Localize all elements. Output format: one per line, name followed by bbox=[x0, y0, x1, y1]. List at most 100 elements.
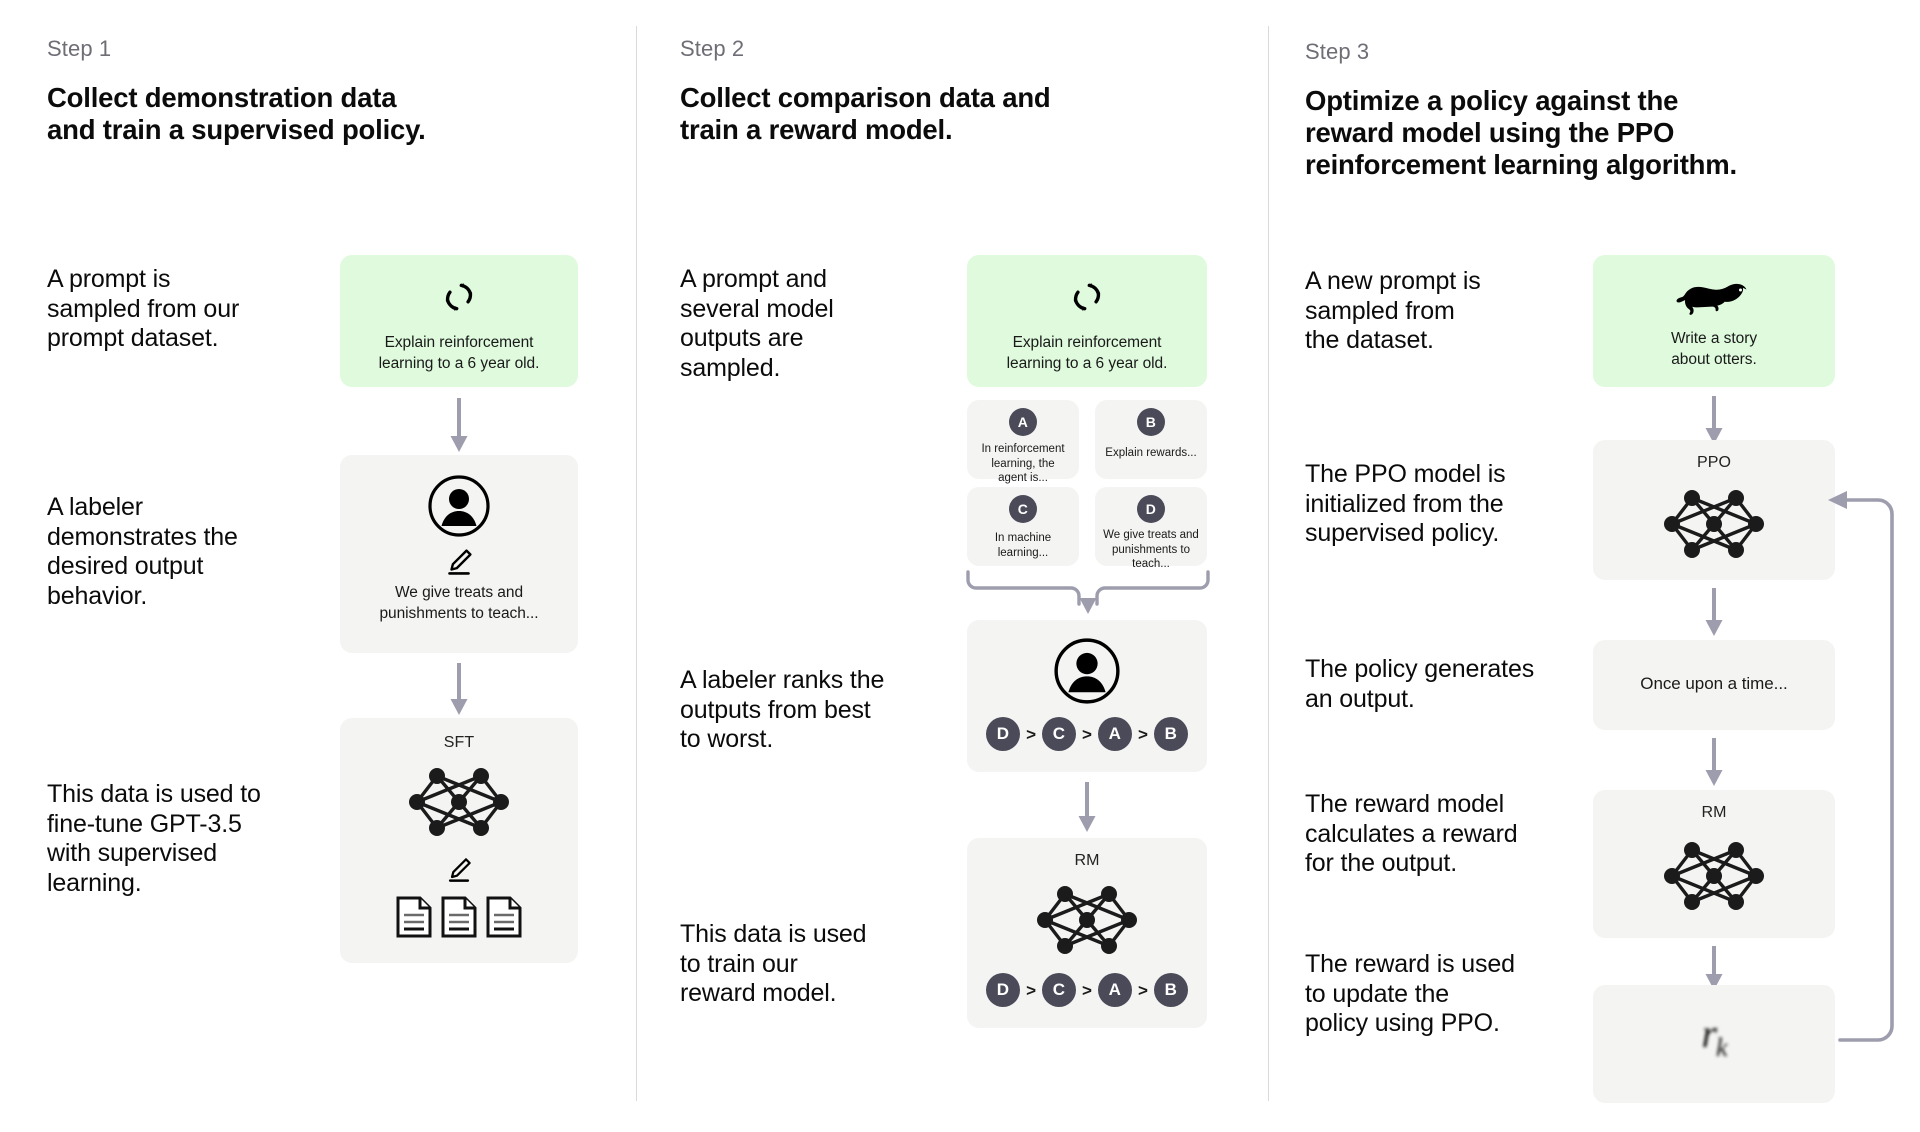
step-3-label: Step 3 bbox=[1305, 39, 1370, 64]
rank-badge-2: C bbox=[1042, 717, 1077, 751]
column-divider-2 bbox=[1268, 26, 1269, 1101]
rank-badge-4: B bbox=[1153, 973, 1188, 1007]
step-2-output-text-d: We give treats and punishments to teach.… bbox=[1103, 529, 1199, 571]
step-3-description-5: The reward is used to update the policy … bbox=[1305, 950, 1515, 1037]
step-3-title-line-3: reinforcement learning algorithm. bbox=[1305, 149, 1737, 181]
step-2-rm-card: RM D bbox=[967, 838, 1207, 1028]
step-3-description-2: The PPO model is initialized from the su… bbox=[1305, 460, 1506, 547]
rank-badge-1: D bbox=[986, 717, 1021, 751]
refresh-loop-icon bbox=[1069, 279, 1105, 315]
step-2-column: Step 2 Collect comparison data and train… bbox=[635, 0, 1275, 1132]
rank-badge-3: A bbox=[1097, 973, 1132, 1007]
otter-icon bbox=[1676, 277, 1752, 317]
step-3-prompt-card: Write a story about otters. bbox=[1593, 255, 1835, 387]
arrow-down-1 bbox=[446, 398, 472, 454]
arrow-down-5 bbox=[1701, 588, 1727, 638]
pencil-icon bbox=[444, 547, 474, 577]
step-3-description-4: The reward model calculates a reward for… bbox=[1305, 790, 1518, 877]
output-badge-a: A bbox=[1009, 408, 1037, 436]
step-1-description-2: A labeler demonstrates the desired outpu… bbox=[47, 493, 238, 610]
person-avatar-icon bbox=[1054, 638, 1120, 704]
arrow-down-3 bbox=[1074, 782, 1100, 834]
step-1-title: Collect demonstration data and train a s… bbox=[47, 82, 567, 146]
refresh-loop-icon bbox=[441, 279, 477, 315]
arrow-down-7 bbox=[1701, 946, 1727, 992]
output-badge-c: C bbox=[1009, 495, 1037, 523]
step-1-sft-title: SFT bbox=[443, 734, 475, 751]
step-2-output-card-c: C In machine learning... bbox=[967, 487, 1079, 566]
person-avatar-icon bbox=[428, 475, 490, 537]
rank-badge-4: B bbox=[1153, 717, 1188, 751]
step-1-description-1: A prompt is sampled from our prompt data… bbox=[47, 265, 240, 352]
rank-separator: > bbox=[1026, 980, 1037, 1000]
step-3-output-text: Once upon a time... bbox=[1640, 674, 1788, 693]
rank-separator: > bbox=[1082, 980, 1092, 1000]
step-3-title-line-2: reward model using the PPO bbox=[1305, 117, 1675, 149]
feedback-loop-arrow bbox=[1820, 470, 1920, 1050]
neural-network-icon bbox=[1662, 482, 1766, 566]
step-2-title-line-1: Collect comparison data and bbox=[680, 82, 1051, 113]
step-1-prompt-card: Explain reinforcement learning to a 6 ye… bbox=[340, 255, 578, 387]
step-2-output-text-c: In machine learning... bbox=[994, 532, 1052, 559]
step-2-output-text-a: In reinforcement learning, the agent is.… bbox=[981, 443, 1065, 485]
step-1-description-3: This data is used to fine-tune GPT-3.5 w… bbox=[47, 780, 261, 897]
step-2-prompt-card: Explain reinforcement learning to a 6 ye… bbox=[967, 255, 1207, 387]
documents-group bbox=[396, 896, 522, 938]
rank-separator: > bbox=[1026, 724, 1037, 744]
step-1-prompt-text: Explain reinforcement learning to a 6 ye… bbox=[378, 334, 540, 372]
rank-separator: > bbox=[1137, 980, 1148, 1000]
step-1-sft-card: SFT bbox=[340, 718, 578, 963]
arrow-down-6 bbox=[1701, 738, 1727, 788]
step-3-output-card: Once upon a time... bbox=[1593, 640, 1835, 730]
step-2-prompt-text: Explain reinforcement learning to a 6 ye… bbox=[1006, 334, 1168, 372]
step-1-labeler-text: We give treats and punishments to teach.… bbox=[379, 584, 539, 622]
step-2-rm-title: RM bbox=[1074, 852, 1100, 869]
reward-symbol: rk bbox=[1593, 1010, 1835, 1063]
rank-badge-1: D bbox=[986, 973, 1021, 1007]
step-3-rm-card: RM bbox=[1593, 790, 1835, 938]
output-badge-b: B bbox=[1137, 408, 1165, 436]
reward-symbol-subscript: k bbox=[1716, 1033, 1728, 1062]
document-icon bbox=[486, 896, 522, 938]
step-3-description-1: A new prompt is sampled from the dataset… bbox=[1305, 267, 1481, 354]
step-2-labeler-ranking: D > C > A > B bbox=[967, 717, 1207, 751]
step-2-output-text-b: Explain rewards... bbox=[1105, 447, 1197, 459]
step-3-column: Step 3 Optimize a policy against the rew… bbox=[1275, 0, 1920, 1132]
step-2-title-line-2: train a reward model. bbox=[680, 114, 953, 146]
step-3-ppo-card: PPO bbox=[1593, 440, 1835, 580]
merge-brace-arrow bbox=[965, 568, 1211, 616]
step-3-prompt-text: Write a story about otters. bbox=[1670, 330, 1758, 368]
step-2-label: Step 2 bbox=[680, 36, 745, 61]
output-badge-d: D bbox=[1137, 495, 1165, 523]
step-2-rm-ranking: D > C > A > B bbox=[967, 973, 1207, 1007]
rank-badge-3: A bbox=[1097, 717, 1132, 751]
neural-network-icon bbox=[407, 760, 511, 844]
step-1-label: Step 1 bbox=[47, 36, 112, 61]
arrow-down-4 bbox=[1701, 396, 1727, 446]
reward-symbol-r: r bbox=[1701, 1011, 1717, 1056]
step-2-title: Collect comparison data and train a rewa… bbox=[680, 82, 1200, 146]
step-2-description-2: A labeler ranks the outputs from best to… bbox=[680, 666, 885, 753]
column-divider-1 bbox=[636, 26, 637, 1101]
step-1-title-line-1: Collect demonstration data bbox=[47, 82, 397, 113]
step-2-output-card-b: B Explain rewards... bbox=[1095, 400, 1207, 479]
step-3-title: Optimize a policy against the reward mod… bbox=[1305, 85, 1805, 182]
arrow-down-2 bbox=[446, 663, 472, 717]
step-2-labeler-card: D > C > A > B bbox=[967, 620, 1207, 772]
neural-network-icon bbox=[1662, 834, 1766, 918]
neural-network-icon bbox=[1035, 878, 1139, 962]
step-1-title-line-2: and train a supervised policy. bbox=[47, 114, 426, 146]
step-2-output-card-a: A In reinforcement learning, the agent i… bbox=[967, 400, 1079, 484]
step-2-description-3: This data is used to train our reward mo… bbox=[680, 920, 867, 1007]
pencil-icon bbox=[445, 856, 473, 884]
step-3-description-3: The policy generates an output. bbox=[1305, 655, 1535, 713]
rank-badge-2: C bbox=[1042, 973, 1077, 1007]
step-2-output-card-d: D We give treats and punishments to teac… bbox=[1095, 487, 1207, 570]
step-1-column: Step 1 Collect demonstration data and tr… bbox=[0, 0, 635, 1132]
step-2-description-1: A prompt and several model outputs are s… bbox=[680, 265, 834, 382]
step-3-reward-card: rk bbox=[1593, 985, 1835, 1103]
step-3-title-line-1: Optimize a policy against the bbox=[1305, 85, 1679, 116]
rank-separator: > bbox=[1082, 724, 1092, 744]
step-3-rm-title: RM bbox=[1701, 804, 1727, 821]
